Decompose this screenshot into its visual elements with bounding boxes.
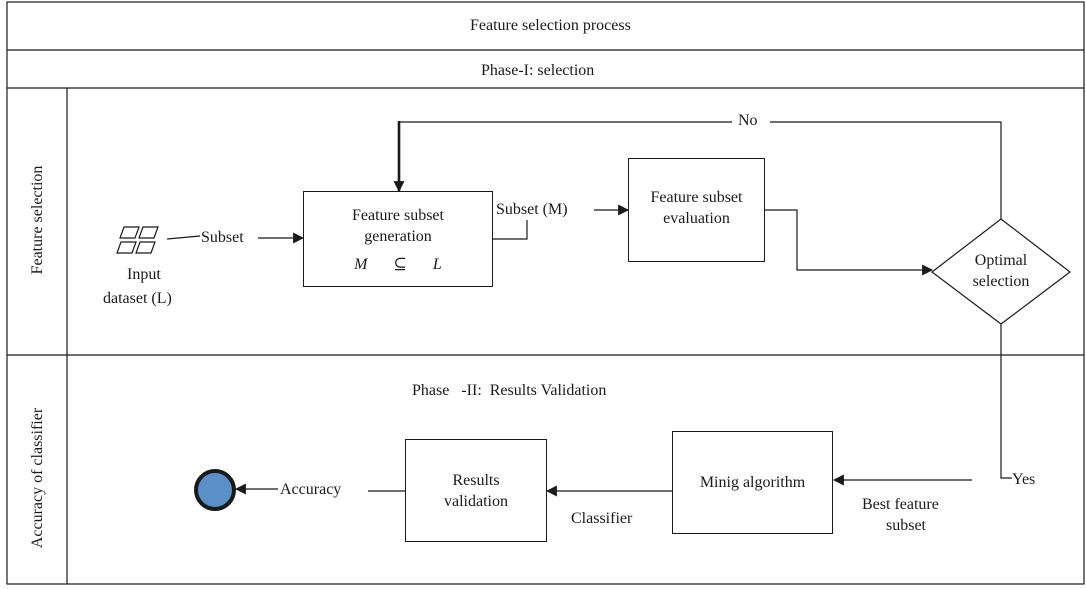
lane-label-feature-selection: Feature selection [29, 165, 46, 275]
phase1-title: Phase-I: selection [481, 61, 595, 81]
edge-label-classifier: Classifier [571, 509, 633, 529]
edge-label-yes: Yes [1012, 471, 1036, 488]
edge-label-accuracy: Accuracy [280, 480, 342, 500]
edge-eval-to-optimal [764, 209, 934, 276]
math-l: L [432, 256, 442, 273]
input-dataset-label-2: dataset (L) [103, 289, 172, 309]
edge-label-best-feature: Best feature [862, 495, 939, 515]
edge-gen-to-label [493, 218, 528, 240]
math-m: M [354, 256, 368, 273]
generation-label-1: Feature subset [352, 207, 444, 224]
input-dataset-label: Input [127, 265, 161, 285]
optimal-selection-diamond [931, 218, 1071, 325]
results-validation-box: Results validation [405, 439, 547, 542]
edge-label-subset: Subset [201, 228, 244, 248]
edge-label-no: No [738, 111, 758, 131]
dataset-grid-icon [116, 226, 159, 254]
edge-label-subset-m: Subset (M) [496, 200, 568, 220]
mining-label: Minig algorithm [699, 474, 806, 491]
optimal-label-2: selection [972, 273, 1030, 290]
feature-subset-evaluation-box: Feature subset evaluation [628, 158, 765, 262]
phase2-title: Phase -II: Results Validation [412, 381, 607, 401]
diagram-title: Feature selection process [470, 16, 631, 36]
optimal-label-1: Optimal [974, 252, 1028, 269]
outer-frame [6, 1, 1085, 585]
feature-subset-generation-box: Feature subset generation M ⊆ L [303, 191, 493, 287]
edge-no-right [770, 121, 1002, 219]
lane-label-accuracy-of-classifier: Accuracy of classifier [29, 407, 46, 549]
generation-label-2: generation [364, 228, 432, 245]
mining-algorithm-box: Minig algorithm [672, 431, 833, 534]
math-subset-op: ⊆ [393, 256, 407, 273]
optimal-selection-label: Optimal selection [951, 250, 1051, 292]
validation-label-2: validation [444, 492, 508, 510]
edge-label-best-feature-2: subset [886, 516, 926, 536]
generation-math: M ⊆ L [354, 254, 442, 275]
edge-subset-left [166, 235, 201, 240]
end-event-icon [194, 469, 236, 511]
edge-yes-down [1000, 324, 1012, 479]
evaluation-label-1: Feature subset [650, 189, 743, 206]
validation-label-1: Results [452, 471, 500, 489]
evaluation-label-2: evaluation [663, 210, 730, 227]
